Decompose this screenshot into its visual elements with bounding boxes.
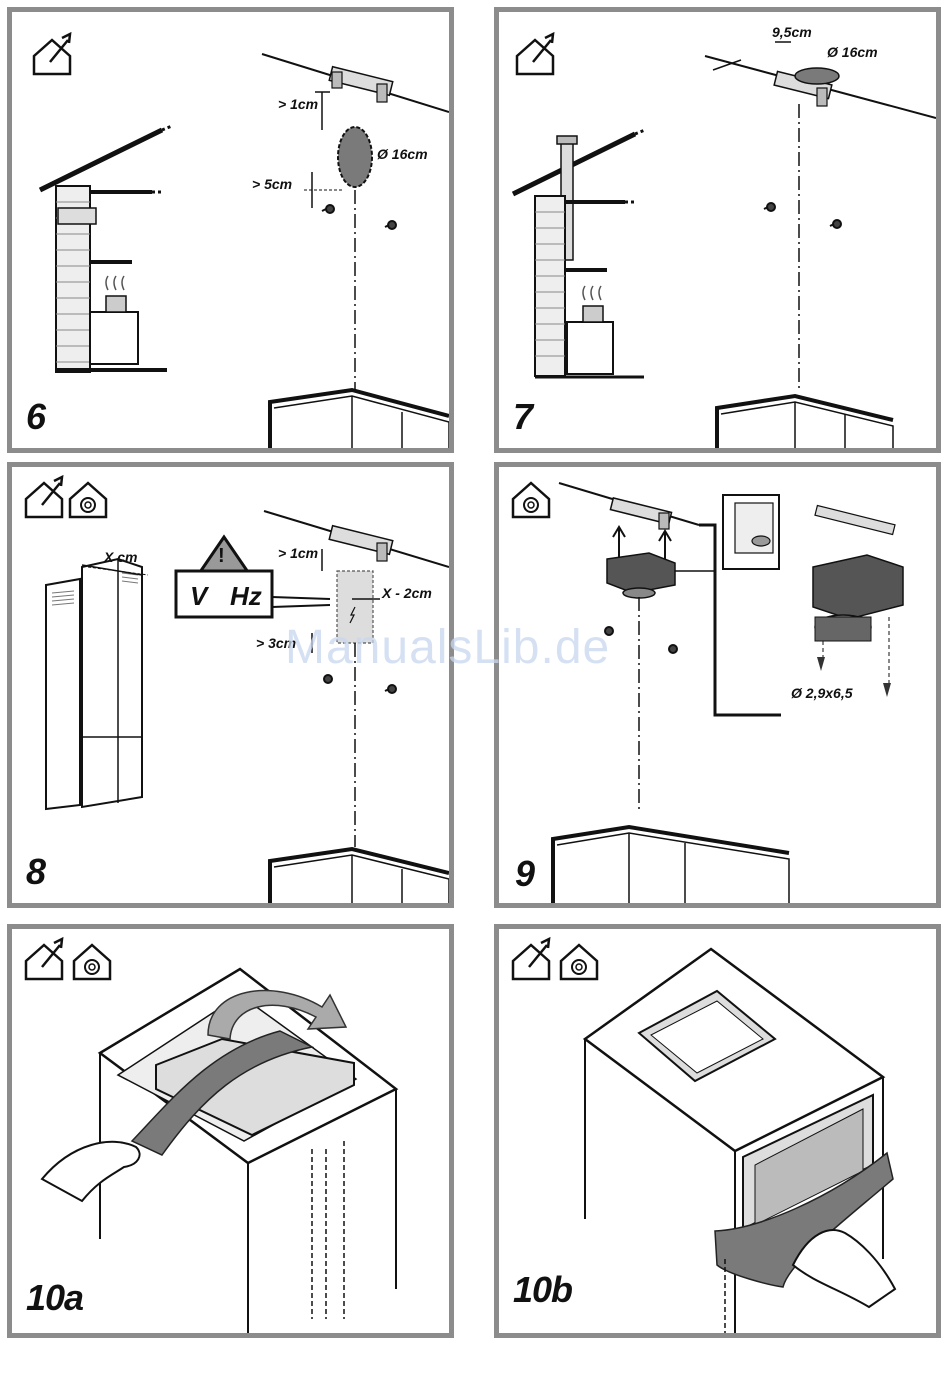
label-diameter: Ø 16cm (377, 146, 428, 162)
panel-step-10a: 10a (7, 924, 454, 1338)
step-number: 7 (513, 396, 532, 438)
house-recirculation-icon (561, 945, 597, 979)
step-7-illustration (499, 12, 936, 448)
step-6-illustration (12, 12, 449, 448)
step-number: 10a (26, 1277, 83, 1319)
step-number: 6 (26, 396, 45, 438)
panel-step-7: 9,5cm Ø 16cm 7 (494, 7, 941, 453)
label-frequency: Hz (230, 581, 262, 612)
house-exhaust-icon (26, 477, 62, 517)
label-x-minus: X - 2cm (382, 585, 432, 601)
label-diameter: Ø 16cm (827, 44, 878, 60)
panel-step-6: > 1cm Ø 16cm > 5cm 6 (7, 7, 454, 453)
label-above: > 1cm (278, 545, 318, 561)
house-exhaust-icon (34, 34, 70, 74)
step-9-illustration (499, 467, 936, 903)
step-10a-illustration (12, 929, 449, 1333)
house-recirculation-icon (513, 483, 549, 517)
house-exhaust-icon (513, 939, 549, 979)
label-voltage: V (190, 581, 207, 612)
step-number: 9 (515, 853, 534, 895)
warning-exclamation-icon: ! (218, 545, 225, 568)
step-number: 8 (26, 851, 45, 893)
house-exhaust-icon (26, 939, 62, 979)
house-recirculation-icon (70, 483, 106, 517)
label-side: > 3cm (256, 635, 296, 651)
panel-step-9: Ø 2,9x6,5 9 (494, 462, 941, 908)
label-screw: Ø 2,9x6,5 (791, 685, 853, 701)
label-above: > 1cm (278, 96, 318, 112)
house-exhaust-icon (517, 34, 553, 74)
house-recirculation-icon (74, 945, 110, 979)
label-xcm: X cm (104, 549, 137, 565)
panel-step-8: X cm ! V Hz > 1cm X - 2cm > 3cm 8 (7, 462, 454, 908)
label-gap: > 5cm (252, 176, 292, 192)
label-width: 9,5cm (772, 24, 812, 40)
step-number: 10b (513, 1269, 572, 1311)
panel-step-10b: 10b (494, 924, 941, 1338)
step-8-illustration (12, 467, 449, 903)
